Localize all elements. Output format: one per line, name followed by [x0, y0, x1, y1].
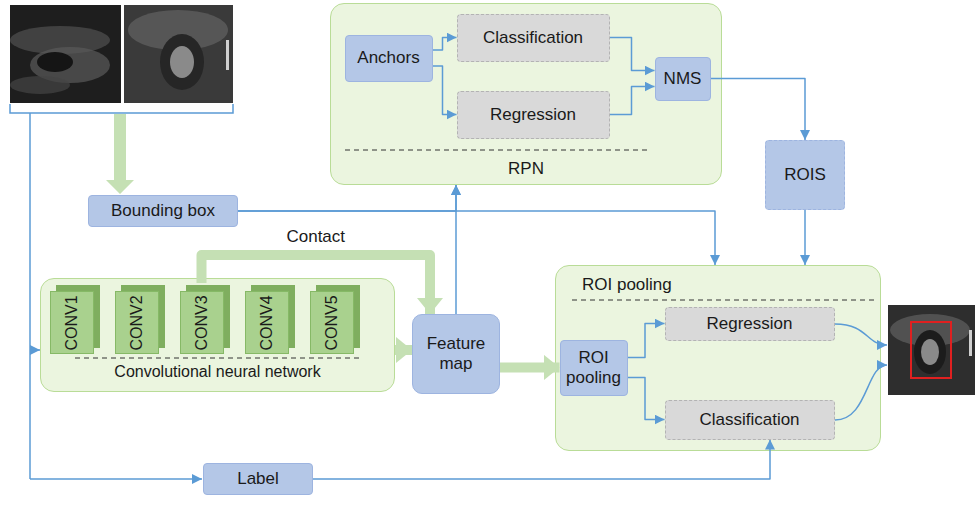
process-box: Anchors [345, 35, 433, 82]
connector-arrow [433, 66, 457, 115]
divider-line [572, 300, 876, 301]
process-box: Regression [665, 307, 835, 341]
input-box: Label [203, 463, 313, 495]
connector-arrow [610, 38, 655, 71]
output-image [888, 305, 975, 395]
flow-arrow [202, 255, 431, 314]
box-label: Classification [483, 28, 583, 48]
divider-line [345, 150, 650, 151]
divider-line [75, 358, 360, 359]
input-arrow [30, 478, 202, 480]
box-label: Bounding box [111, 201, 215, 221]
connector-arrow [238, 185, 456, 211]
box-label: Feature map [418, 334, 494, 373]
process-box: Classification [665, 400, 835, 440]
rpn-panel: RPN Anchors ClassificationRegression NMS [330, 3, 722, 185]
output-arrow [835, 365, 887, 420]
process-box: Regression [457, 91, 610, 139]
connector-arrow [610, 87, 655, 115]
layer-label: CONV1 [63, 295, 81, 350]
layer-label: CONV3 [193, 295, 211, 350]
cnn-panel: Convolutional neural network CONV1 CONV2 CO… [40, 278, 395, 392]
box-label: NMS [664, 69, 702, 89]
conv-layer: CONV3 [180, 291, 224, 354]
connector-arrow [628, 378, 665, 420]
connector-arrow [313, 440, 770, 480]
connector-arrow [628, 324, 665, 358]
roi-box: ROIS [765, 140, 845, 210]
conv-layer: CONV2 [115, 291, 159, 354]
connector-arrow [433, 38, 457, 51]
box-label: Regression [490, 105, 576, 125]
layer-label: CONV2 [128, 295, 146, 350]
flow-arrow [500, 363, 560, 373]
feature-map-box: Feature map [412, 314, 500, 394]
box-label: Label [237, 469, 279, 489]
box-label: Anchors [357, 48, 419, 68]
process-box: Classification [457, 14, 610, 62]
connector-arrow [804, 210, 806, 265]
process-box: ROI pooling [560, 340, 628, 396]
box-label: ROIS [784, 165, 826, 185]
panel-title: Convolutional neural network [41, 363, 394, 381]
process-box: NMS [655, 57, 711, 101]
input-wire [29, 113, 31, 479]
input-box: Bounding box [88, 195, 238, 227]
edge-label: Contact [283, 227, 348, 247]
flow-arrow [106, 114, 134, 194]
layer-label: CONV5 [323, 295, 341, 350]
conv-layer: CONV4 [245, 291, 289, 354]
panel-title: ROI pooling [582, 275, 672, 295]
box-label: ROI pooling [566, 348, 622, 387]
flow-arrow [395, 345, 412, 355]
box-label: Classification [699, 410, 799, 430]
conv-layer: CONV1 [50, 291, 94, 354]
ultrasound-image [10, 5, 121, 103]
detection-box [911, 322, 951, 378]
conv-layer: CONV5 [310, 291, 354, 354]
connector-arrow [711, 79, 806, 141]
connector-arrow [455, 185, 457, 314]
output-arrow [835, 324, 887, 345]
input-bracket [10, 104, 233, 113]
panel-title: RPN [331, 159, 721, 179]
ultrasound-image [124, 5, 233, 103]
layer-label: CONV4 [258, 295, 276, 350]
input-arrow [30, 349, 40, 351]
roi-pooling-panel: ROI poolingROI poolingRegressionClassifi… [555, 265, 881, 451]
box-label: Regression [707, 314, 793, 334]
